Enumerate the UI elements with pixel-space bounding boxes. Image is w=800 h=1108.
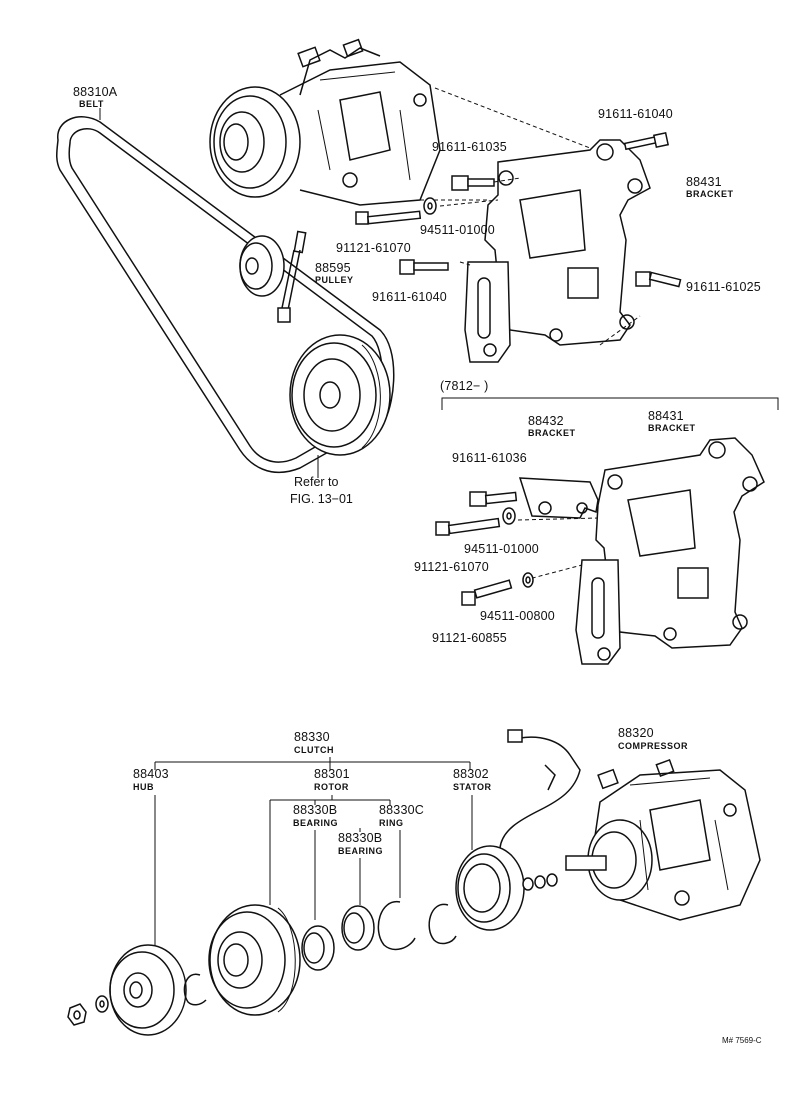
range-bracket-line xyxy=(441,397,779,410)
clutch-part-name: CLUTCH xyxy=(294,745,334,755)
bearing-1-part-name: BEARING xyxy=(293,818,339,828)
compressor-part-number: 88320 xyxy=(618,726,654,740)
bolt-60855-label: 91121-60855 xyxy=(432,631,507,645)
belt-part-number: 88310A xyxy=(73,85,118,99)
ring-part-number: 88330C xyxy=(379,803,424,817)
crank-pulley-drawing xyxy=(289,334,391,478)
washer-00800-label: 94511-00800 xyxy=(480,609,555,623)
rotor-88301-drawing xyxy=(208,904,301,1016)
bracket-88432-drawing xyxy=(518,477,599,519)
bolt-61040-top-label: 91611-61040 xyxy=(598,107,673,121)
nut-drawing xyxy=(67,995,109,1026)
bolt-61070-top-label: 91121-61070 xyxy=(336,241,411,255)
bolt-61040-top-drawing xyxy=(623,131,670,151)
snap-ring-small-drawing xyxy=(183,973,207,1006)
bolt-61040-mid-drawing xyxy=(399,259,449,275)
compressor-part-name: COMPRESSOR xyxy=(618,741,689,751)
washer-01000-top-drawing xyxy=(423,197,437,215)
stator-88302-drawing xyxy=(455,729,581,931)
compressor-top-drawing xyxy=(209,38,441,206)
bearing-2-part-number: 88330B xyxy=(338,831,383,845)
bearing-1-drawing xyxy=(301,925,335,971)
clutch-part-number: 88330 xyxy=(294,730,330,744)
figure-code: M# 7569-C xyxy=(722,1036,762,1045)
stator-part-number: 88302 xyxy=(453,767,489,781)
clutch-tree-lines xyxy=(154,757,473,950)
washer-00800-drawing xyxy=(522,572,534,588)
rotor-part-number: 88301 xyxy=(314,767,350,781)
pulley-part-name: PULLEY xyxy=(315,275,354,285)
bolt-61035-top-drawing xyxy=(451,175,495,191)
washer-01000-bottom-drawing xyxy=(502,507,516,525)
bolt-60855-drawing xyxy=(461,579,513,606)
hub-part-number: 88403 xyxy=(133,767,169,781)
bolt-61035-top-label: 91611-61035 xyxy=(432,140,507,154)
stator-part-name: STATOR xyxy=(453,782,492,792)
range-label: (7812− ) xyxy=(440,379,489,393)
ring-part-name: RING xyxy=(379,818,404,828)
bolt-61070-top-drawing xyxy=(355,210,422,225)
bracket-88431-top-part-number: 88431 xyxy=(686,175,722,189)
refer-note-line2: FIG. 13−01 xyxy=(290,492,353,506)
bracket-88432-part-number: 88432 xyxy=(528,414,564,428)
bearing-2-part-name: BEARING xyxy=(338,846,384,856)
refer-note-line1: Refer to xyxy=(294,475,339,489)
bracket-88431-bottom-part-number: 88431 xyxy=(648,409,684,423)
bracket-88432-part-name: BRACKET xyxy=(528,428,576,438)
ring-88330C-drawing xyxy=(377,901,457,951)
bolt-61036-label: 91611-61036 xyxy=(452,451,527,465)
washer-01000-bottom-label: 94511-01000 xyxy=(464,542,539,556)
bolt-61025-label: 91611-61025 xyxy=(686,280,761,294)
bearing-2-drawing xyxy=(341,905,375,951)
bracket-88431-top-part-name: BRACKET xyxy=(686,189,734,199)
pulley-88595-drawing xyxy=(239,230,307,323)
bolt-61070-bottom-label: 91121-61070 xyxy=(414,560,489,574)
bracket-top-drawing xyxy=(464,139,651,363)
bolt-61036-drawing xyxy=(469,491,518,507)
bolt-61025-drawing xyxy=(635,271,682,288)
bolt-61040-mid-label: 91611-61040 xyxy=(372,290,447,304)
rotor-part-name: ROTOR xyxy=(314,782,349,792)
compressor-88320-drawing xyxy=(565,759,761,921)
bolt-61070-bottom-drawing xyxy=(435,517,501,536)
belt-part-name: BELT xyxy=(79,99,104,109)
bracket-88431-bottom-drawing xyxy=(575,437,765,665)
shims-drawing xyxy=(522,873,558,891)
bracket-88431-bottom-part-name: BRACKET xyxy=(648,423,696,433)
washer-01000-top-label: 94511-01000 xyxy=(420,223,495,237)
hub-part-name: HUB xyxy=(133,782,154,792)
bearing-1-part-number: 88330B xyxy=(293,803,338,817)
pulley-part-number: 88595 xyxy=(315,261,351,275)
hub-88403-drawing xyxy=(109,944,187,1036)
